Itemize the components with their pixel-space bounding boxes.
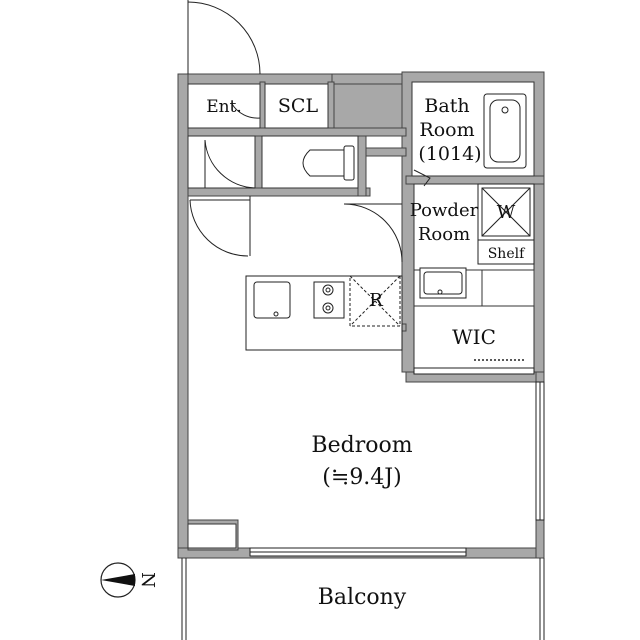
bath-door: [413, 169, 431, 187]
windows: [249, 367, 545, 557]
door-arcs: [189, 139, 431, 263]
label-wic: WIC: [452, 325, 496, 349]
toilet-left: [254, 135, 263, 189]
kitchen-counter: [245, 275, 403, 351]
kitchen-sink-icon: [253, 281, 291, 319]
compass-north-label: N: [137, 572, 158, 588]
label-washer: W: [497, 202, 516, 223]
label-bath-2: Room: [419, 119, 474, 141]
fridge-icon: [349, 275, 401, 327]
toilet-right: [357, 135, 367, 197]
room-labels: Ent. SCL Bath Room (1014) Powder Room W …: [206, 95, 526, 610]
corridor-space: [187, 135, 256, 189]
scl-space: [264, 83, 329, 129]
label-powder-2: Room: [418, 224, 470, 245]
bedroom-door: [189, 199, 250, 257]
label-shelf: Shelf: [488, 246, 526, 262]
balcony: [181, 558, 545, 640]
ent-space: [187, 83, 261, 129]
scl-wall: [327, 81, 335, 129]
ent-divider: [259, 81, 266, 129]
label-entrance: Ent.: [206, 97, 242, 117]
entrance-door: [187, 0, 261, 119]
wic-space: [413, 305, 535, 373]
corridor-door: [204, 139, 256, 189]
scl-right: [331, 73, 403, 85]
label-powder-1: Powder: [410, 200, 479, 221]
corridor-wall: [365, 147, 407, 157]
label-bath-1: Bath: [424, 95, 469, 117]
sink-icon: [419, 267, 467, 299]
bathtub-icon: [483, 93, 527, 169]
toilet-icon: [302, 145, 355, 181]
label-balcony: Balcony: [318, 585, 407, 610]
label-bath-3: (1014): [418, 143, 481, 165]
label-scl: SCL: [278, 95, 319, 117]
label-refrigerator: R: [369, 290, 383, 311]
powder-door: [343, 203, 403, 263]
wic-window: [413, 367, 535, 375]
label-bedroom-size: (≒9.4J): [322, 465, 401, 490]
nook-space: [187, 523, 237, 549]
toilet-bottom: [187, 187, 371, 197]
north-arrow-icon: N: [100, 562, 158, 598]
left-wall: [177, 73, 189, 557]
label-bedroom: Bedroom: [311, 433, 412, 458]
shelf-box: [477, 239, 535, 265]
toilet-top: [187, 127, 407, 137]
